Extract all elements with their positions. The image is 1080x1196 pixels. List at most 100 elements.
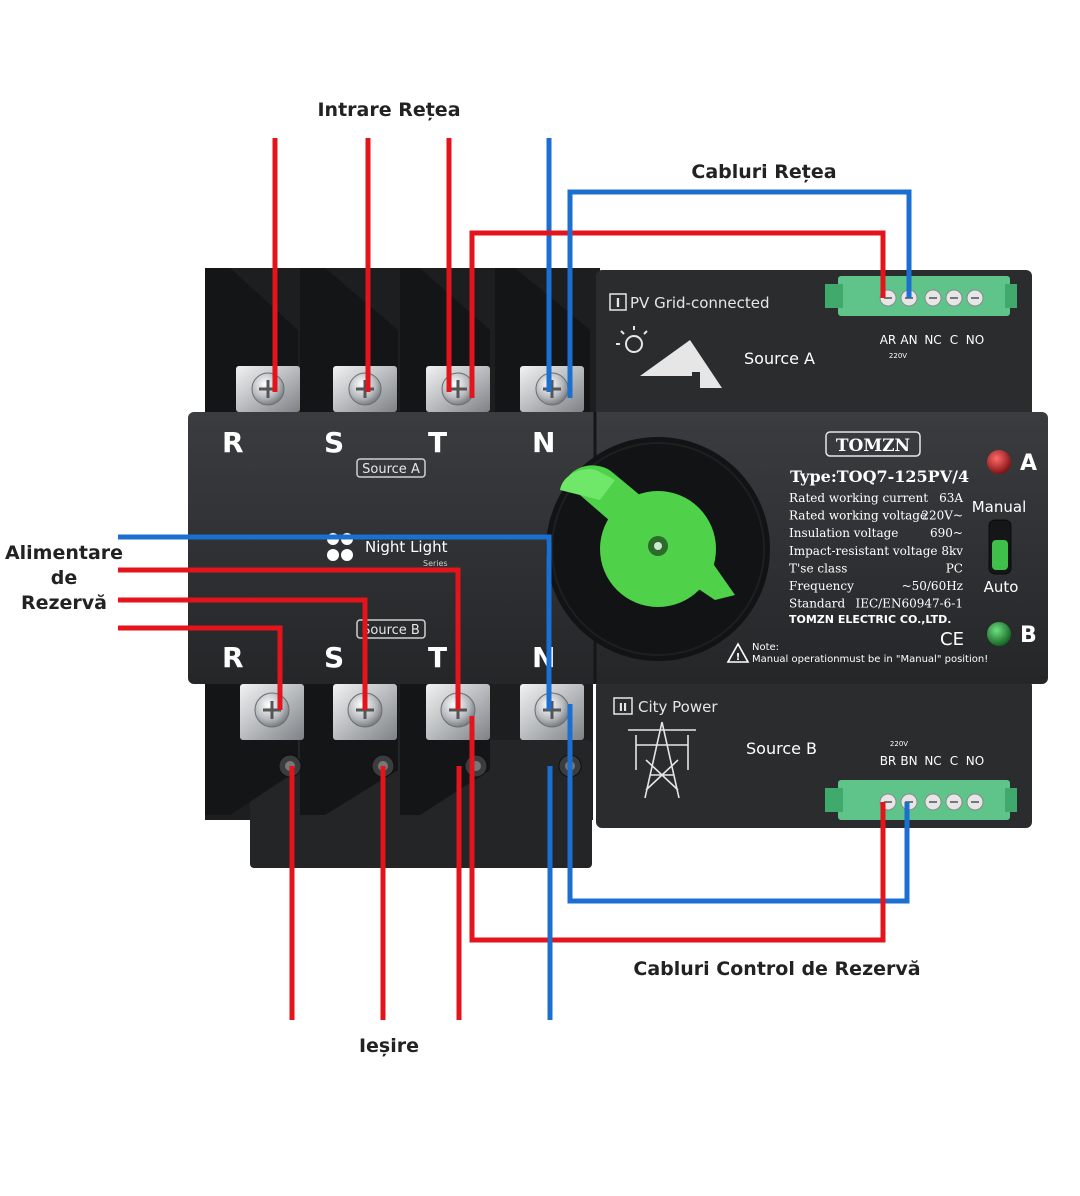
spec-value: IEC/EN60947-6-1 [855,597,963,611]
backup-supply-wire-n [118,534,552,710]
spec-row: Frequency ~50/60Hz [789,579,963,593]
backup-supply-wire-s [118,597,368,710]
connector-pin-screw[interactable] [924,793,942,811]
grid-cables-label: Cabluri Rețea [691,161,836,183]
spec-value: PC [946,561,963,575]
connector-block [838,276,1010,316]
info-icon [613,697,633,715]
top-terminal-letters: R S T N [222,426,555,459]
top-connector-pins: AR AN NC C NO 220V [880,333,984,360]
brand-label: TOMZN [836,436,910,456]
module-number: I [616,296,620,310]
pin-label: NC [924,333,941,347]
connector-pin-screw[interactable] [924,289,942,307]
spec-row: Insulation voltage 690~ [789,526,963,540]
backup-supply-wire-r [118,625,283,710]
spec-key: Standard [789,597,845,611]
terminal-letter: S [324,426,344,459]
connector-voltage: 220V [890,740,908,748]
spec-key: Rated working voltage [789,509,927,523]
source-a-tag-box [356,458,426,478]
backup-control-cables-label: Cabluri Control de Rezervă [633,958,920,980]
pv-source-label: Source A [744,349,815,368]
brand-box [825,431,921,457]
indicator-led-a [987,450,1011,474]
wires [118,138,912,1020]
pin-label: AN [900,333,917,347]
source-a-tag: Source A [362,462,420,477]
manual-auto-switch[interactable] [988,519,1012,575]
svg-text:!: ! [736,652,741,663]
terminal-letter: S [324,641,344,674]
city-module-label: City Power [638,698,718,716]
output-label: Ieșire [359,1035,419,1057]
spec-row: Standard IEC/EN60947-6-1 [789,597,963,611]
switch-auto-label: Auto [984,578,1019,596]
module-number: II [619,701,627,714]
terminal-letter: T [428,426,447,459]
bottom-connector-pins: 220V BR BN NC C NO [880,740,985,768]
pin-label: NC [924,754,941,768]
source-b-tag: Source B [362,623,420,638]
info-icon [609,293,627,311]
spec-key: T'se class [789,561,847,575]
type-label: Type:TOQ7-125PV/4 [790,467,969,486]
backup-control-cable-neutral [567,704,910,904]
connector-pin-screw[interactable] [966,289,984,307]
connector-pin-screw[interactable] [966,793,984,811]
pv-module-label: PV Grid-connected [630,294,770,312]
connector-voltage: 220V [889,352,907,360]
source-b-tag-box [356,619,426,639]
spec-value: 8kv [941,544,963,558]
night-light-series: Series [423,559,448,568]
terminal-letter: T [428,641,447,674]
spec-value: ~50/60Hz [902,579,963,593]
indicator-led-b [987,622,1011,646]
grid-cable-neutral [567,189,912,398]
terminal-letter: N [532,426,555,459]
spec-value: 220V~ [921,509,963,523]
city-source-label: Source B [746,739,817,758]
terminal-screw[interactable] [333,366,397,412]
outlet-screw[interactable] [464,754,488,778]
backup-control-cable-live [469,716,886,943]
connector-pin-screw[interactable] [945,289,963,307]
night-light-label: Night Light [365,538,448,556]
terminal-screw[interactable] [426,366,490,412]
spec-key: Frequency [789,579,854,593]
note-text: Manual operationmust be in "Manual" posi… [752,654,988,665]
terminal-screw[interactable] [520,684,584,740]
ce-mark-icon: CE [940,629,964,650]
connector-block [838,780,1010,820]
terminal-screw[interactable] [520,366,584,412]
pin-label: BR [880,754,897,768]
grid-cable-live [469,230,886,398]
spec-value: 690~ [930,526,963,540]
indicator-b-label: B [1020,623,1037,648]
terminal-letter: R [222,641,244,674]
note-title: Note: [752,642,779,653]
pin-label: C [950,333,958,347]
pylon-icon [628,721,696,799]
bottom-control-connector [825,780,1017,820]
top-control-connector [825,276,1017,316]
backup-supply-label-line3: Rezervă [21,592,107,614]
backup-supply-wire-t [118,567,461,710]
manufacturer-label: TOMZN ELECTRIC CO.,LTD. [789,613,951,626]
warning-icon: ! [726,642,750,663]
rotary-handle[interactable] [546,437,770,661]
sun-house-icon [616,326,722,388]
terminal-screw[interactable] [236,366,300,412]
terminal-letter: N [532,641,555,674]
terminal-letter: R [222,426,244,459]
spec-row: T'se class PC [789,561,963,575]
spec-key: Insulation voltage [789,526,898,540]
terminal-screw[interactable] [240,684,304,740]
connector-pin-screw[interactable] [945,793,963,811]
switch-manual-label: Manual [972,498,1027,516]
